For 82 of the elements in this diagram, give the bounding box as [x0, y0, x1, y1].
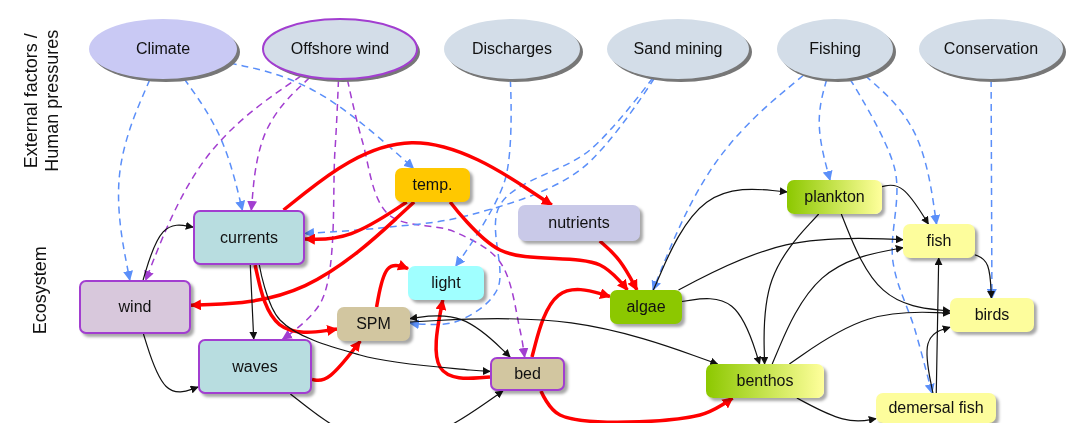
node-label: nutrients	[548, 214, 610, 232]
arrow	[926, 325, 951, 394]
factor-ellipse	[918, 18, 1064, 80]
arrow	[258, 264, 491, 376]
node-label: waves	[232, 357, 278, 376]
arrow	[346, 79, 529, 358]
arrow	[455, 79, 512, 267]
arrow	[934, 257, 943, 394]
arrow	[530, 287, 612, 358]
arrow	[253, 264, 339, 336]
factor-ellipse	[776, 18, 894, 80]
arrow	[409, 317, 719, 366]
arrow	[448, 200, 629, 292]
arrow	[282, 141, 553, 212]
node-label: light	[431, 274, 461, 292]
node-label: Offshore wind	[290, 40, 390, 58]
arrow	[374, 260, 410, 308]
arrow	[311, 339, 362, 383]
process-box	[198, 339, 312, 394]
arrow	[974, 254, 996, 299]
arrow	[598, 239, 639, 291]
arrow	[409, 77, 654, 330]
node-label: demersal fish	[888, 399, 984, 417]
arrow	[539, 390, 734, 423]
arrow	[247, 76, 311, 211]
arrow	[249, 264, 258, 340]
factor-ellipse	[606, 18, 750, 80]
arrow	[281, 79, 340, 340]
factor-ellipse	[262, 18, 418, 80]
process-box	[337, 307, 410, 341]
node-label: Conservation	[943, 40, 1039, 58]
arrow	[771, 245, 904, 365]
node-label: SPM	[356, 315, 391, 333]
process-box	[395, 168, 470, 202]
process-box	[787, 180, 882, 214]
process-box	[876, 393, 996, 423]
section-label: External factors / Human pressures	[21, 28, 63, 174]
node-label: bed	[514, 365, 541, 383]
node-label: currents	[220, 228, 278, 247]
process-box	[79, 280, 191, 334]
arrow	[189, 200, 416, 311]
arrow	[652, 187, 788, 291]
factor-ellipse	[443, 18, 581, 80]
process-box	[950, 298, 1034, 332]
node-label: Climate	[135, 40, 191, 58]
process-box	[518, 205, 640, 241]
arrow	[986, 79, 997, 299]
process-box	[490, 357, 565, 391]
arrow	[303, 200, 408, 245]
factor-ellipse	[88, 18, 238, 80]
node-label: Discharges	[472, 40, 552, 58]
process-box	[610, 290, 682, 324]
arrow	[409, 313, 511, 358]
arrow	[304, 77, 656, 238]
arrow	[144, 75, 302, 281]
arrow	[183, 78, 246, 211]
arrow	[760, 213, 820, 365]
arrow	[881, 184, 929, 225]
arrow	[434, 298, 491, 381]
node-label: plankton	[804, 188, 865, 206]
arrow	[651, 74, 805, 291]
arrow	[681, 298, 762, 365]
node-label: birds	[974, 306, 1010, 324]
section-label: Ecosystem	[29, 245, 51, 337]
arrow	[796, 397, 877, 423]
arrow	[289, 390, 504, 423]
node-label: wind	[118, 298, 152, 316]
arrow	[142, 221, 194, 281]
process-box	[706, 364, 824, 398]
arrow	[677, 235, 904, 291]
node-label: Fishing	[809, 40, 861, 58]
arrow	[840, 213, 951, 315]
process-box	[408, 266, 484, 300]
node-label: algae	[626, 298, 666, 316]
node-label: temp.	[412, 176, 453, 194]
arrow	[142, 333, 199, 394]
arrow	[788, 308, 951, 365]
node-label: Sand mining	[633, 40, 723, 58]
node-label: benthos	[736, 372, 794, 390]
process-box	[193, 210, 305, 265]
process-box	[903, 224, 975, 258]
node-label: fish	[926, 232, 952, 250]
